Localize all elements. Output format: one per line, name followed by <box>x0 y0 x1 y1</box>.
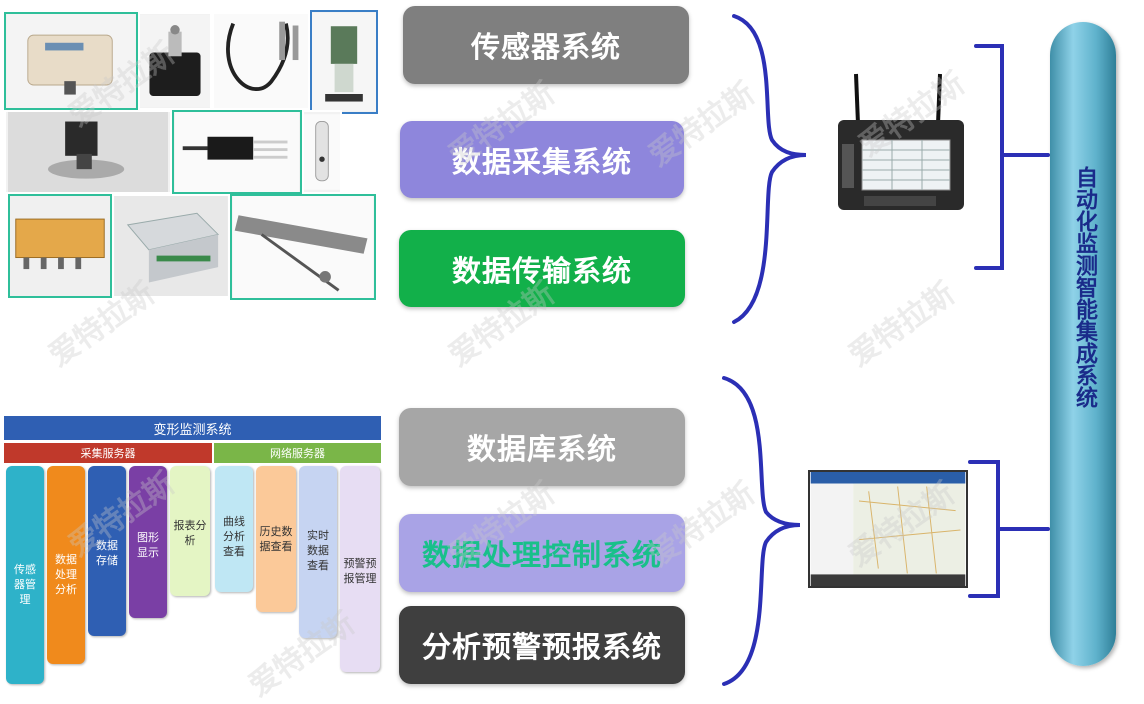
column-warning-management: 预警预报管理 <box>340 466 380 672</box>
column-data-processing: 数据处理分析 <box>47 466 85 664</box>
column-graph-display: 图形显示 <box>129 466 167 618</box>
column-history-data: 历史数据查看 <box>256 466 296 612</box>
data-acquisition-system-box: 数据采集系统 <box>400 121 684 198</box>
column-curve-analysis: 曲线分析查看 <box>215 466 253 592</box>
acquisition-server-header: 采集服务器 <box>4 443 212 463</box>
data-logger-image <box>8 194 112 298</box>
deformation-system-title: 变形监测系统 <box>4 416 381 440</box>
column-data-storage: 数据存储 <box>88 466 126 636</box>
database-system-box: 数据库系统 <box>399 408 685 486</box>
integrated-system-cylinder <box>1050 22 1116 666</box>
soil-moisture-sensor-image <box>172 110 302 194</box>
cable-sensor-image <box>212 12 310 110</box>
probe-sensor-image <box>302 110 342 194</box>
rtu-device-image <box>834 70 968 214</box>
displacement-sensor-image <box>4 110 172 194</box>
column-sensor-management: 传感器管理 <box>6 466 44 684</box>
column-report-analysis: 报表分析 <box>170 466 210 596</box>
monitoring-software-screenshot <box>808 470 968 588</box>
data-transmission-system-box: 数据传输系统 <box>399 230 685 307</box>
connector-lines <box>722 14 1050 686</box>
anchor-sensor-image <box>230 194 376 300</box>
column-realtime-data: 实时数据查看 <box>299 466 337 638</box>
integrated-system-label: 自动化监测智能集成系统 <box>1072 166 1097 408</box>
acquisition-module-image <box>112 194 230 298</box>
total-station-image <box>310 10 378 114</box>
data-processing-control-system-box: 数据处理控制系统 <box>399 514 685 592</box>
tilt-meter-image <box>138 12 212 110</box>
sensor-system-box: 传感器系统 <box>403 6 689 84</box>
analysis-warning-forecast-system-box: 分析预警预报系统 <box>399 606 685 684</box>
network-server-header: 网络服务器 <box>214 443 381 463</box>
inclinometer-sensor-image <box>4 12 138 110</box>
sensor-photo-grid <box>0 10 380 300</box>
